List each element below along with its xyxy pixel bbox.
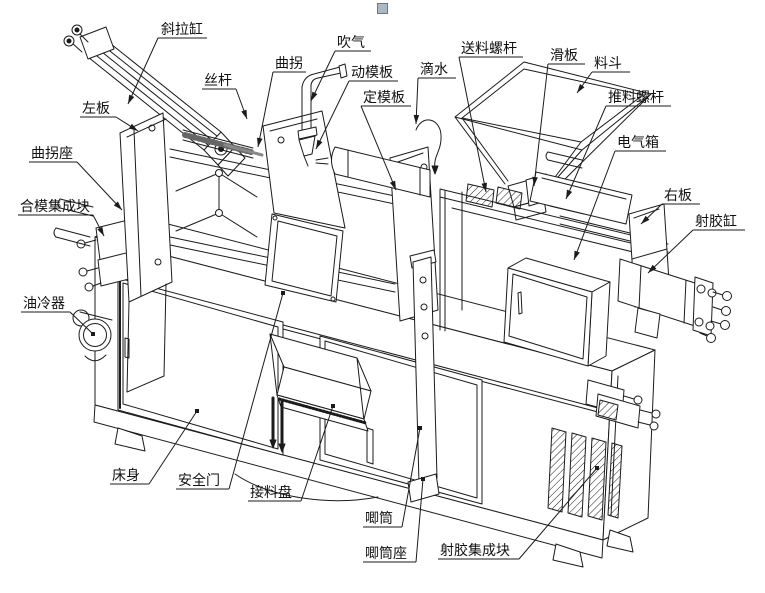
part-label-text: 射胶集成块 [440,542,510,559]
carriage-plate-art [529,151,633,225]
part-label-text: 电气箱 [617,135,659,151]
part-label-feed-screw: 送料螺杆 [458,41,523,193]
left-plate-art [119,112,173,393]
part-label-text: 射胶缸 [695,213,737,230]
part-label-text: 送料螺杆 [461,41,517,57]
part-label-text: 定模板 [363,90,405,106]
pullback-cylinders-art [53,198,94,247]
part-label-text: 曲拐座 [31,146,73,162]
lead-screw-art [182,129,264,159]
part-label-lead-screw: 丝杆 [202,73,248,120]
part-label-injection-cylinder: 射胶缸 [647,213,745,274]
part-label-fixed-platen: 定模板 [360,90,411,191]
part-label-oil-cooler: 油冷器 [21,296,95,336]
part-label-drip-tray: 接料盘 [248,404,335,502]
part-label-safety-door: 安全门 [176,291,285,490]
part-label-text: 唧筒 [365,510,393,527]
part-label-hopper: 料斗 [576,56,630,94]
part-label-toggle-seat: 曲拐座 [29,146,123,211]
part-label-text: 料斗 [594,56,622,72]
part-label-injection-manifold: 射胶集成块 [438,466,599,560]
part-label-left-plate: 左板 [80,101,139,132]
part-label-pump-barrel: 唧筒 [363,426,422,528]
part-label-text: 接料盘 [250,484,292,501]
air-blow-art [297,63,348,167]
part-label-text: 斜拉缸 [161,21,203,38]
ui-artifact-square [377,3,388,14]
part-label-slant-pull-cylinder: 斜拉缸 [127,21,207,105]
labels-layer: 斜拉缸左板曲拐座合模集成块油冷器 丝杆 曲拐 吹气动模板定模板滴水送料螺杆 滑板料斗推料… [18,21,745,563]
part-label-text: 唧筒座 [365,545,407,562]
part-label-air-blow: 吹气 [310,35,371,102]
injection-cylinder-art [617,258,732,343]
drip-water-art [415,119,442,175]
part-label-machine-bed: 床身 [110,409,199,485]
part-label-text: 油冷器 [23,296,65,312]
part-label-electric-box: 电气箱 [573,135,666,261]
toggle-linkage-art [175,169,258,238]
part-label-push-screw: 推料螺杆 [565,90,671,200]
part-label-drip-water: 滴水 [413,61,456,125]
part-label-text: 曲拐 [275,56,303,72]
part-label-clamp-manifold: 合模集成块 [18,198,105,237]
bed-front-panel-art [117,277,284,456]
part-label-text: 推料螺杆 [608,90,664,106]
part-label-right-plate: 右板 [640,188,700,225]
carriage-rails-art [439,188,669,332]
clamp-manifold-art [76,219,134,292]
barrel-cylinder-art [315,146,431,198]
part-label-text: 合模集成块 [20,198,90,215]
drip-tray-art [269,333,372,453]
part-label-text: 床身 [112,468,140,484]
vent-panels-art [547,427,623,521]
injection-manifold-art [585,379,661,431]
part-label-text: 左板 [82,101,110,117]
part-label-text: 丝杆 [204,73,232,89]
part-label-pump-seat: 唧筒座 [363,477,425,563]
part-label-text: 右板 [664,188,692,204]
electric-box-art [503,257,611,367]
part-label-text: 安全门 [178,472,220,489]
safety-door-frame-art [264,213,344,303]
part-label-text: 滴水 [420,61,448,78]
part-label-text: 动模板 [351,65,393,81]
part-label-text: 吹气 [337,35,365,51]
part-label-text: 滑板 [550,47,578,64]
part-label-toggle-crank: 曲拐 [257,56,306,148]
part-label-moving-platen: 动模板 [315,65,398,150]
part-label-slide-plate: 滑板 [532,47,585,187]
